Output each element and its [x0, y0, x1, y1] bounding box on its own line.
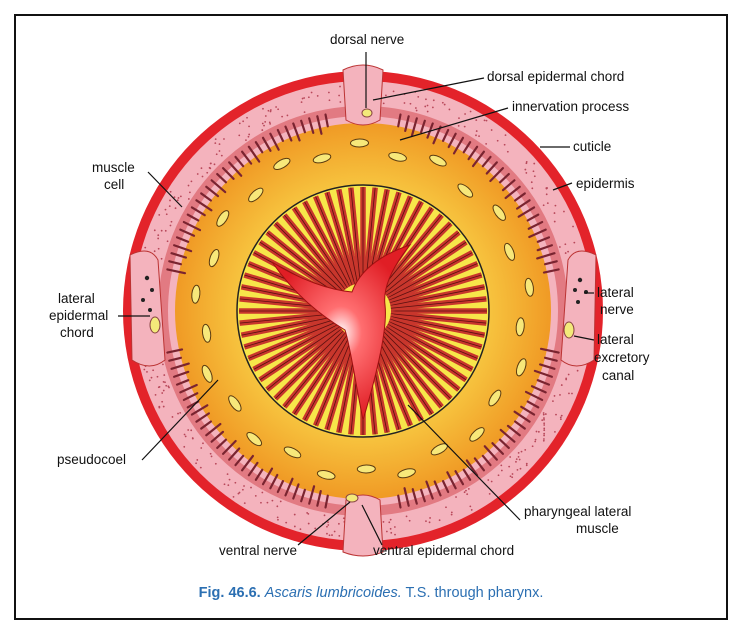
caption-fig-number: Fig. 46.6. [199, 585, 261, 601]
label-lateral-epidermal-chord-line3: chord [60, 325, 94, 340]
ventral-nerve [346, 494, 358, 502]
label-dorsal-epidermal-chord: dorsal epidermal chord [487, 69, 624, 84]
label-innervation-process: innervation process [512, 99, 629, 114]
caption-description: T.S. through pharynx. [406, 585, 544, 601]
lateral-excretory-canal-right [564, 322, 574, 338]
label-dorsal-nerve: dorsal nerve [330, 32, 404, 47]
label-ventral-epidermal-chord: ventral epidermal chord [373, 543, 514, 558]
label-muscle-cell-line1: muscle [92, 160, 135, 175]
label-lateral-epidermal-chord-line1: lateral [58, 291, 95, 306]
label-pseudocoel: pseudocoel [57, 452, 126, 467]
label-lateral-excretory-canal-line3: canal [602, 368, 634, 383]
dorsal-nerve [362, 109, 372, 117]
label-lateral-nerve-line1: lateral [597, 285, 634, 300]
label-pharyngeal-lateral-muscle-line1: pharyngeal lateral [524, 504, 631, 519]
label-muscle-cell-line2: cell [104, 177, 124, 192]
label-lateral-epidermal-chord-line2: epidermal [49, 308, 108, 323]
label-lateral-nerve-line2: nerve [600, 302, 634, 317]
lateral-excretory-canal-left [150, 317, 160, 333]
label-lateral-excretory-canal-line1: lateral [597, 332, 634, 347]
label-epidermis: epidermis [576, 176, 635, 191]
label-pharyngeal-lateral-muscle-line2: muscle [576, 521, 619, 536]
caption-species: Ascaris lumbricoides. [265, 585, 402, 601]
label-ventral-nerve: ventral nerve [219, 543, 297, 558]
label-cuticle: cuticle [573, 139, 611, 154]
figure-caption: Fig. 46.6. Ascaris lumbricoides. T.S. th… [0, 585, 742, 601]
label-lateral-excretory-canal-line2: excretory [594, 350, 650, 365]
